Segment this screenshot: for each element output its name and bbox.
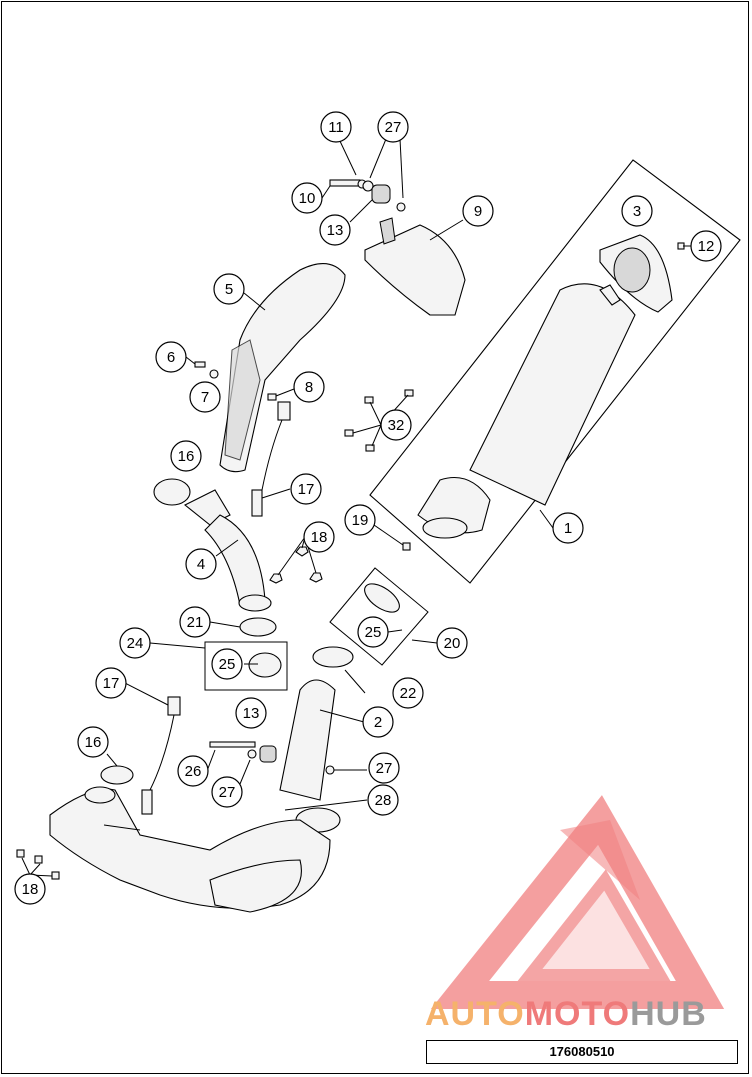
header-heat-cover (219, 263, 346, 473)
svg-text:18: 18 (311, 529, 328, 546)
callout-5: 5 (213, 273, 245, 305)
callouts: 11 27 10 13 9 3 12 5 6 7 8 32 16 17 19 1… (14, 111, 722, 905)
watermark-text: AUTOMOTOHUB (425, 995, 707, 1033)
callout-17-lower: 17 (95, 667, 127, 699)
watermark-part3: HUB (630, 995, 707, 1033)
svg-text:26: 26 (185, 763, 202, 780)
exhaust-manifold (49, 786, 331, 913)
svg-text:21: 21 (187, 614, 204, 631)
svg-text:2: 2 (374, 714, 382, 731)
svg-text:25: 25 (219, 656, 236, 673)
svg-text:1: 1 (564, 520, 572, 537)
callout-26: 26 (177, 755, 209, 787)
mounting-hardware-top (329, 179, 406, 212)
mounting-hardware-lower (209, 741, 335, 775)
clamp-box-24 (204, 641, 288, 691)
callout-3: 3 (621, 195, 653, 227)
watermark-logo (430, 795, 725, 1009)
svg-text:11: 11 (328, 119, 344, 136)
svg-text:5: 5 (225, 281, 233, 298)
svg-text:16: 16 (85, 734, 102, 751)
svg-text:3: 3 (633, 203, 641, 220)
clamp-box-20 (329, 567, 429, 666)
callout-16-lower: 16 (77, 726, 109, 758)
callout-17-top: 17 (290, 473, 322, 505)
callout-18-top: 18 (303, 521, 335, 553)
svg-text:28: 28 (375, 792, 392, 809)
callout-27-lower: 27 (211, 776, 243, 808)
callout-19: 19 (344, 504, 376, 536)
callout-9: 9 (462, 195, 494, 227)
callout-10: 10 (291, 182, 323, 214)
svg-text:6: 6 (167, 349, 175, 366)
callout-27-top: 27 (377, 111, 409, 143)
svg-text:24: 24 (127, 635, 144, 652)
svg-text:27: 27 (219, 784, 236, 801)
misc-small-parts (194, 242, 685, 551)
callout-13-lower: 13 (235, 697, 267, 729)
callout-20: 20 (436, 627, 468, 659)
svg-text:22: 22 (400, 685, 417, 702)
callout-4: 4 (185, 548, 217, 580)
svg-text:9: 9 (474, 203, 482, 220)
svg-text:27: 27 (385, 119, 402, 136)
muffler (417, 283, 636, 539)
front-header-pipe (183, 489, 272, 612)
gasket-21 (239, 617, 277, 637)
svg-text:27: 27 (376, 760, 393, 777)
callout-11: 11 (320, 111, 352, 143)
callout-27-right: 27 (368, 752, 400, 784)
svg-text:20: 20 (444, 635, 461, 652)
gasket-lower (100, 765, 134, 785)
nuts-lower (16, 849, 60, 880)
svg-text:25: 25 (365, 624, 382, 641)
callout-1: 1 (552, 512, 584, 544)
callout-28: 28 (367, 784, 399, 816)
svg-text:8: 8 (305, 379, 313, 396)
callout-8: 8 (293, 371, 325, 403)
svg-text:32: 32 (388, 417, 405, 434)
center-pipe (279, 646, 354, 833)
callout-32: 32 (380, 409, 412, 441)
watermark-part1: AUTO (425, 995, 525, 1033)
callout-21: 21 (179, 606, 211, 638)
callout-22: 22 (392, 677, 424, 709)
lambda-sensor-lower (141, 696, 181, 815)
svg-text:12: 12 (698, 238, 715, 255)
muffler-group-box (369, 159, 741, 584)
callout-6: 6 (155, 341, 187, 373)
end-cap (599, 234, 673, 313)
svg-text:13: 13 (327, 222, 344, 239)
nuts-top (269, 546, 323, 584)
callout-25-right: 25 (357, 616, 389, 648)
callout-16-top: 16 (170, 440, 202, 472)
svg-text:7: 7 (201, 389, 209, 406)
callout-18-lower: 18 (14, 873, 46, 905)
svg-text:10: 10 (299, 190, 316, 207)
svg-text:18: 18 (22, 881, 39, 898)
drawing-number: 176080510 (426, 1040, 738, 1064)
watermark-part2: MOTO (525, 995, 630, 1033)
svg-text:17: 17 (103, 675, 120, 692)
callout-25-left: 25 (211, 648, 243, 680)
callout-13-top: 13 (319, 214, 351, 246)
callout-12: 12 (690, 230, 722, 262)
svg-text:19: 19 (352, 512, 369, 529)
svg-text:16: 16 (178, 448, 195, 465)
heat-shield-bracket (364, 217, 466, 316)
callout-24: 24 (119, 627, 151, 659)
gasket-top (153, 478, 191, 506)
lambda-sensor-top (251, 401, 291, 517)
svg-text:4: 4 (197, 556, 205, 573)
svg-text:13: 13 (243, 705, 260, 722)
svg-text:AUTOMOTOHUB: AUTOMOTOHUB (425, 995, 707, 1033)
callout-7: 7 (189, 381, 221, 413)
svg-text:17: 17 (298, 481, 315, 498)
callout-2: 2 (362, 706, 394, 738)
